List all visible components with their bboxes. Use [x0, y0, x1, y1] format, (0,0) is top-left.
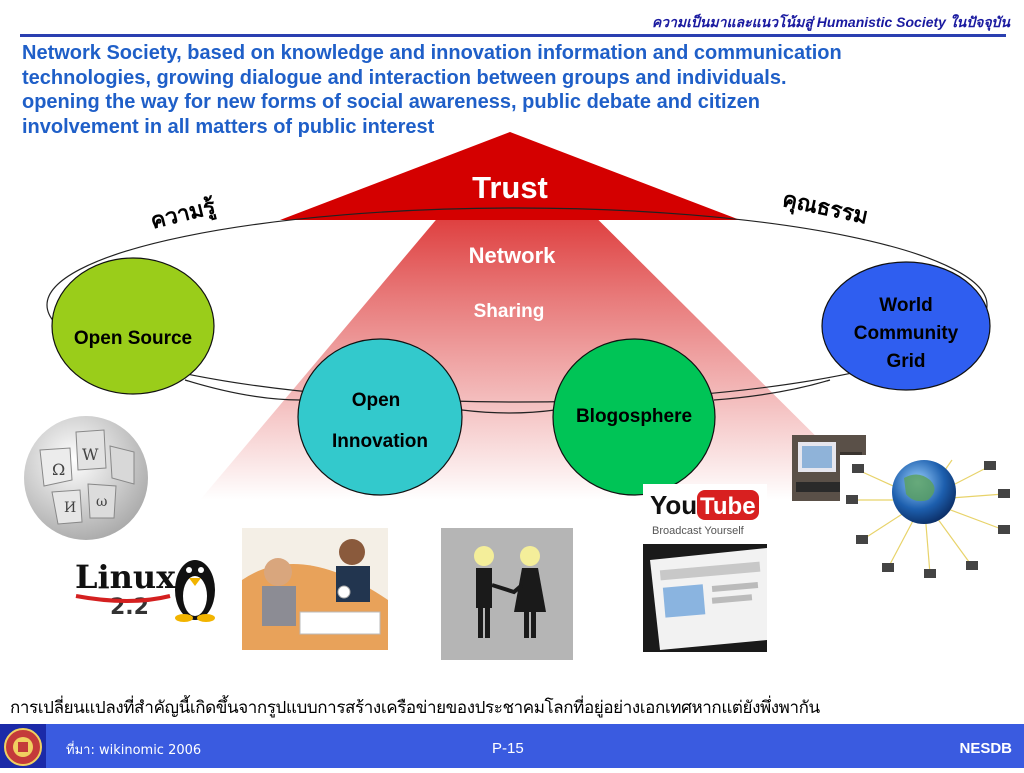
- bottom-caption: การเปลี่ยนแปลงที่สำคัญนี้เกิดขึ้นจากรูปแ…: [10, 698, 820, 718]
- circle-open-innovation: [297, 338, 463, 496]
- world-grid-line-2: Community: [853, 323, 959, 344]
- footer-logo-block: [0, 724, 46, 768]
- browser-screen-photo: [643, 544, 767, 652]
- footer-source: ที่มา: wikinomic 2006: [66, 743, 202, 758]
- nesdb-emblem-icon: [4, 728, 42, 766]
- intro-line-4: involvement in all matters of public int…: [22, 115, 435, 138]
- open-innovation-label: Open Innovation: [298, 380, 462, 462]
- pyramid-apex: [280, 132, 740, 220]
- sharing-label: Sharing: [473, 301, 545, 322]
- connector-line: [184, 379, 301, 401]
- svg-text:ω: ω: [96, 494, 107, 510]
- intro-line-3: opening the way for new forms of social …: [22, 91, 760, 113]
- youtube-you-text: You: [650, 490, 697, 520]
- youtube-logo-image: You Tube Broadcast Yourself: [643, 484, 767, 540]
- circle-blogosphere: [552, 338, 716, 496]
- footer-brand: NESDB: [959, 740, 1012, 757]
- linux-text: Linux: [75, 558, 176, 596]
- wikipedia-logo-image: Ω W И ω: [24, 416, 148, 540]
- network-diagram: Ω W И ω Linux 2.2: [24, 132, 1015, 660]
- blogosphere-label: Blogosphere: [575, 406, 693, 427]
- orbit-ellipse: [46, 207, 988, 403]
- world-grid-line-3: Grid: [886, 351, 926, 372]
- circle-world-community-grid: [821, 261, 991, 391]
- lightbulb-handshake-image: [441, 528, 573, 660]
- intro-paragraph: Network Society, based on knowledge and …: [22, 41, 1012, 139]
- slide-header-title: ความเป็นมาและแนวโน้มสู่ Humanistic Socie…: [651, 14, 1010, 30]
- intro-line-2: technologies, growing dialogue and inter…: [22, 66, 787, 89]
- trust-label: Trust: [472, 170, 548, 205]
- svg-text:W: W: [82, 445, 99, 464]
- footer-page-number: P-15: [492, 740, 524, 757]
- svg-text:Ω: Ω: [52, 460, 65, 479]
- world-network-globe-image: [840, 455, 1015, 583]
- connector-line: [713, 379, 831, 401]
- svg-text:И: И: [64, 500, 76, 516]
- open-innovation-line-2: Innovation: [331, 431, 429, 452]
- open-source-label: Open Source: [73, 328, 193, 349]
- circle-open-source: [51, 257, 215, 395]
- intro-line-1: Network Society, based on knowledge and …: [22, 42, 842, 64]
- open-innovation-line-1: Open: [351, 390, 401, 411]
- youtube-tube-text: Tube: [700, 493, 756, 520]
- world-community-grid-label: World Community Grid: [822, 292, 990, 376]
- footer-bar: [0, 724, 1024, 768]
- network-label: Network: [468, 243, 556, 268]
- collaboration-photo: [242, 528, 388, 650]
- youtube-tagline: Broadcast Yourself: [652, 525, 745, 537]
- connector-line: [461, 409, 556, 414]
- world-grid-line-1: World: [879, 295, 933, 316]
- linux-logo-image: Linux 2.2: [72, 550, 222, 622]
- header-divider: [20, 34, 1006, 37]
